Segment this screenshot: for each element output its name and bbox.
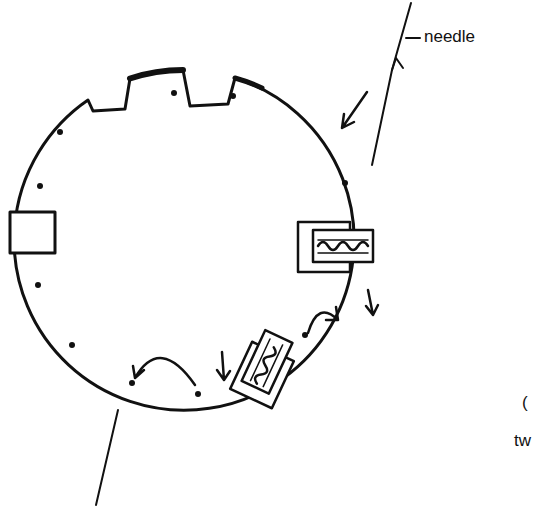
thread-line bbox=[96, 410, 118, 505]
leader-dash bbox=[406, 37, 420, 39]
bobbin-clip bbox=[230, 327, 300, 408]
disk-outline bbox=[14, 70, 354, 410]
disk-tab bbox=[10, 212, 55, 253]
disk-rim bbox=[130, 70, 183, 79]
motion-arrows bbox=[133, 92, 378, 385]
disk-rim bbox=[235, 78, 262, 88]
note-label: needle bbox=[424, 28, 475, 47]
bobbin-clip bbox=[298, 222, 373, 272]
needle-line bbox=[372, 3, 420, 165]
note-label: ( bbox=[522, 394, 528, 413]
note-label: tw bbox=[514, 432, 531, 451]
